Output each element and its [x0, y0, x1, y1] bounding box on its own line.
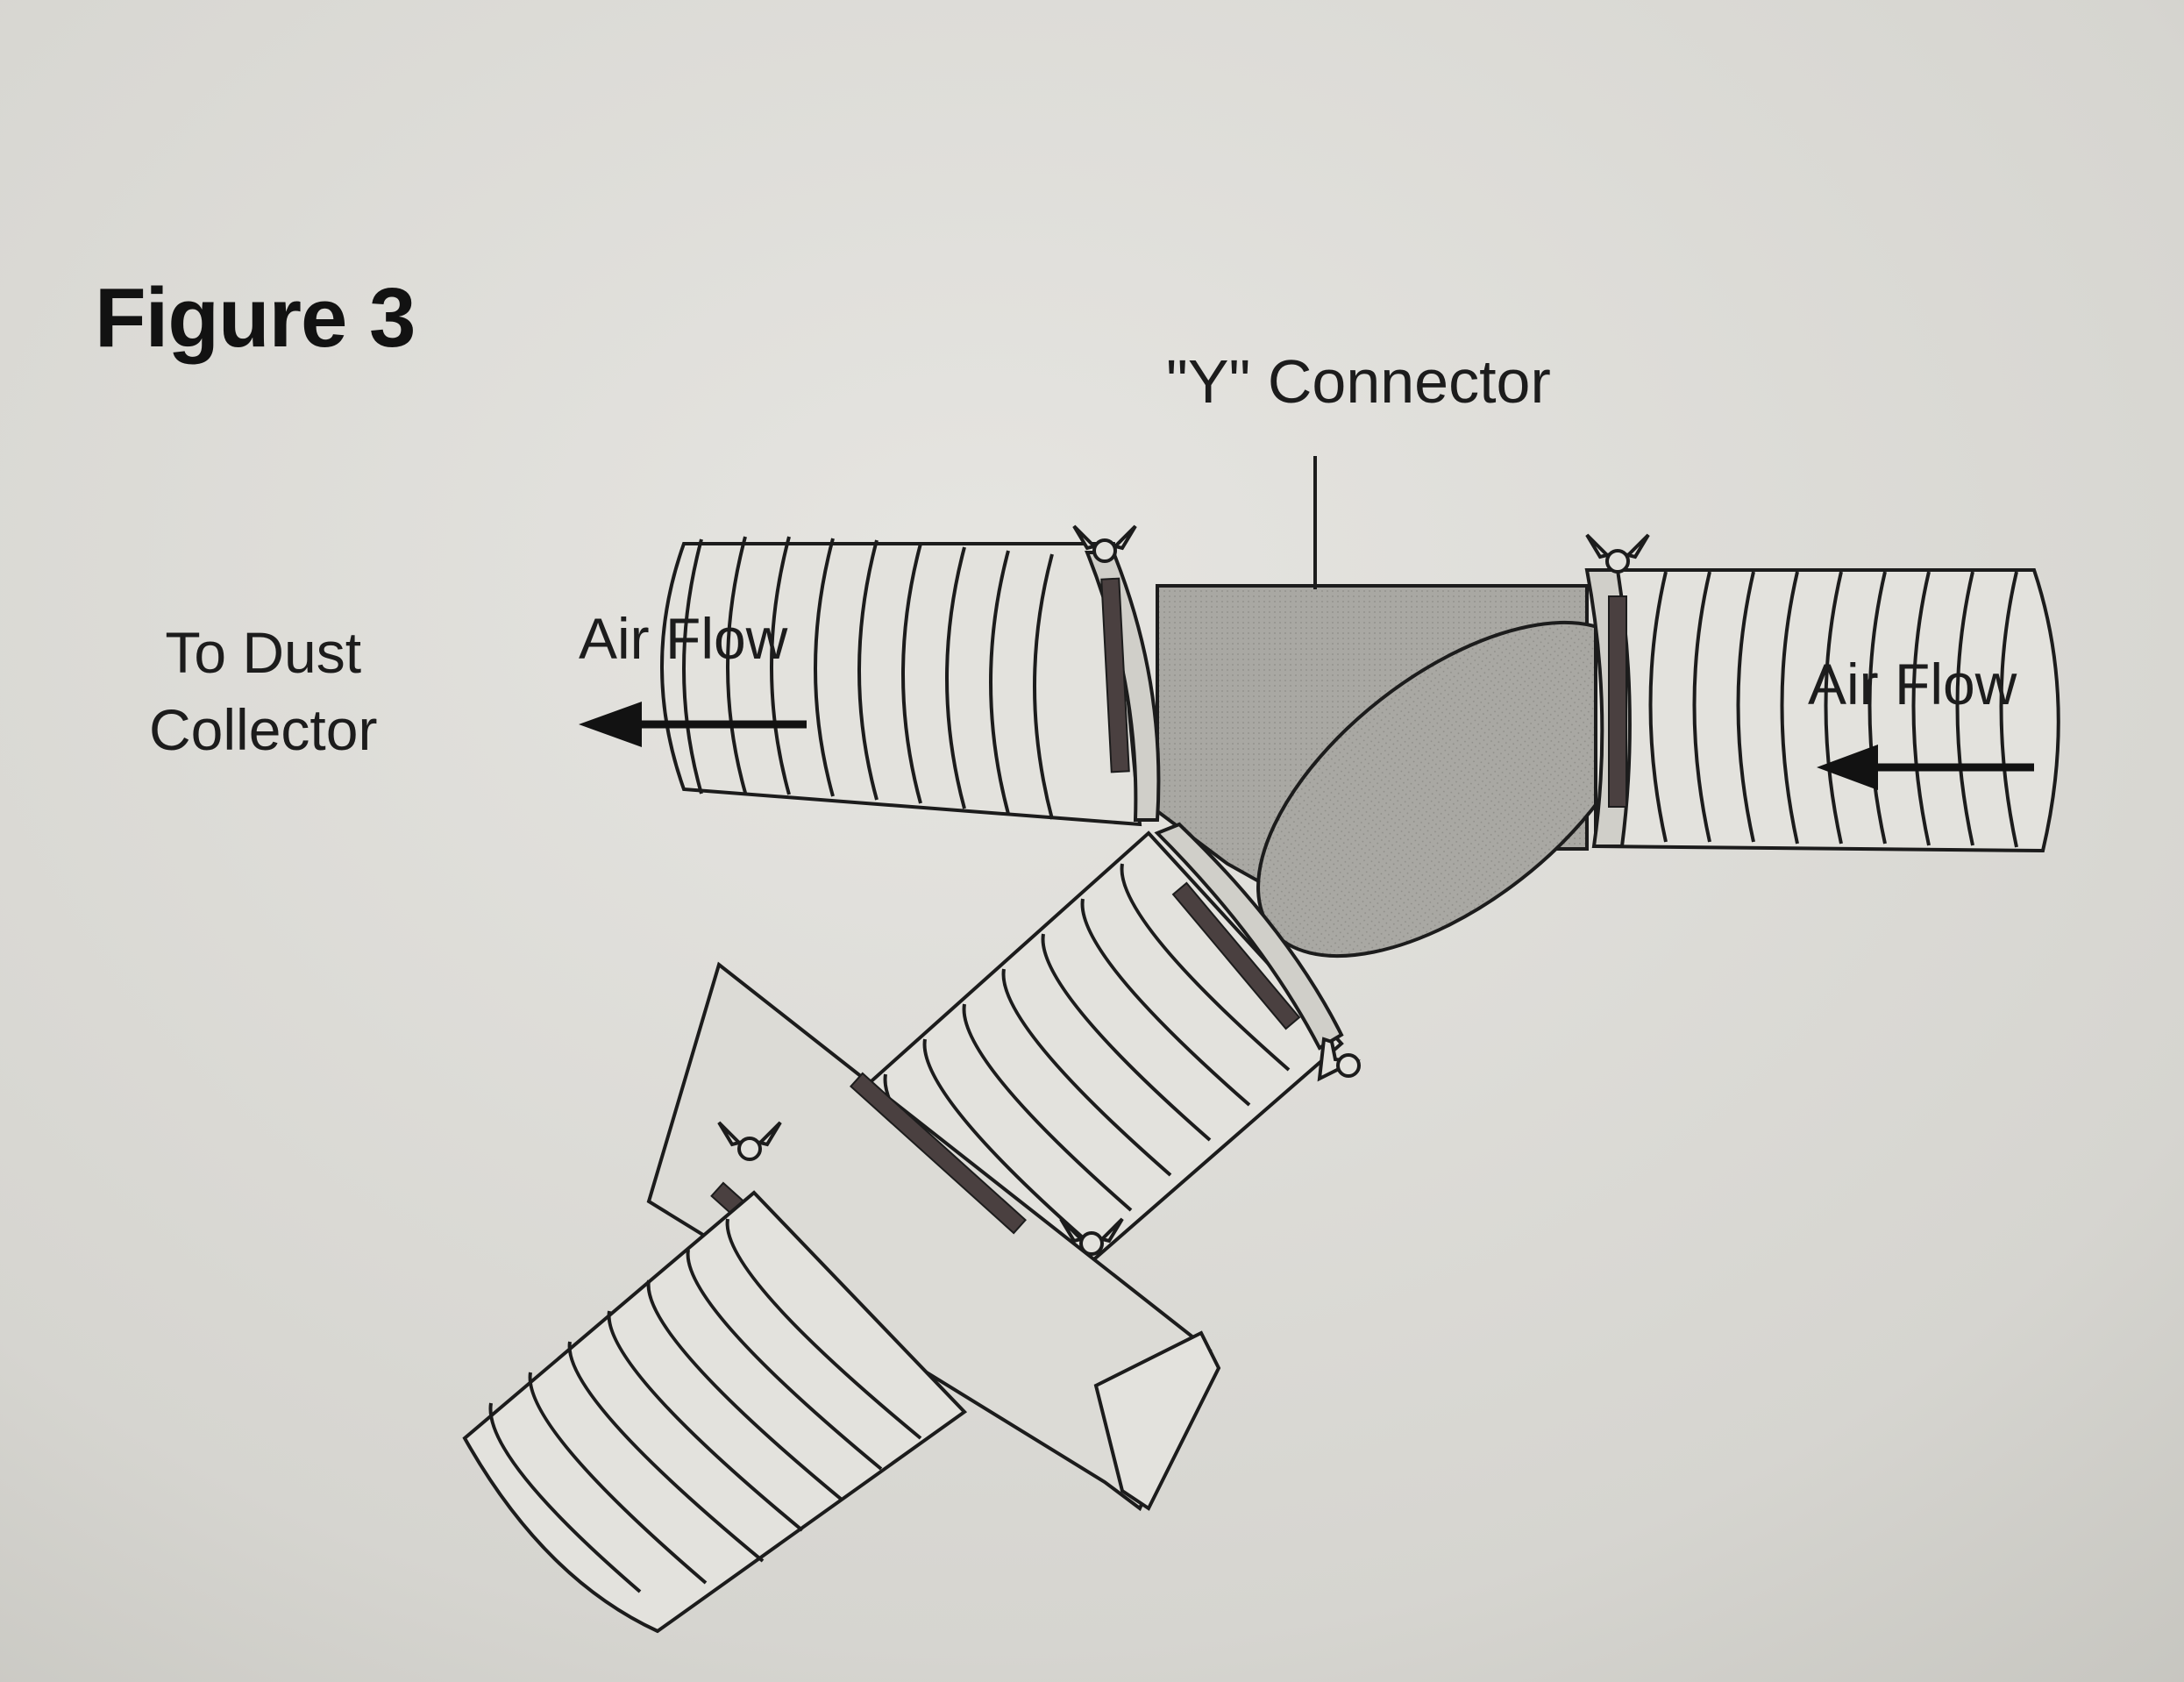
y-connector [1156, 456, 1646, 959]
air-flow-label-left: Air Flow [579, 606, 788, 671]
air-flow-arrow-left [579, 702, 807, 747]
left-hose-clamp [1072, 524, 1161, 822]
figure-title: Figure 3 [95, 271, 416, 365]
left-hose [660, 536, 1142, 827]
to-dust-collector-label: To Dust Collector [149, 614, 377, 768]
lower-connector-clamp [1154, 822, 1362, 1082]
air-flow-arrow-right [1817, 745, 2034, 790]
air-flow-label-right: Air Flow [1808, 652, 2017, 716]
to-dust-collector-line1: To Dust [165, 620, 362, 685]
y-connector-label: "Y" Connector [1166, 347, 1551, 416]
right-hose-clamp [1584, 533, 1650, 848]
to-dust-collector-line2: Collector [149, 697, 378, 762]
bottom-hose [462, 1190, 968, 1634]
right-hose [1594, 568, 2060, 853]
